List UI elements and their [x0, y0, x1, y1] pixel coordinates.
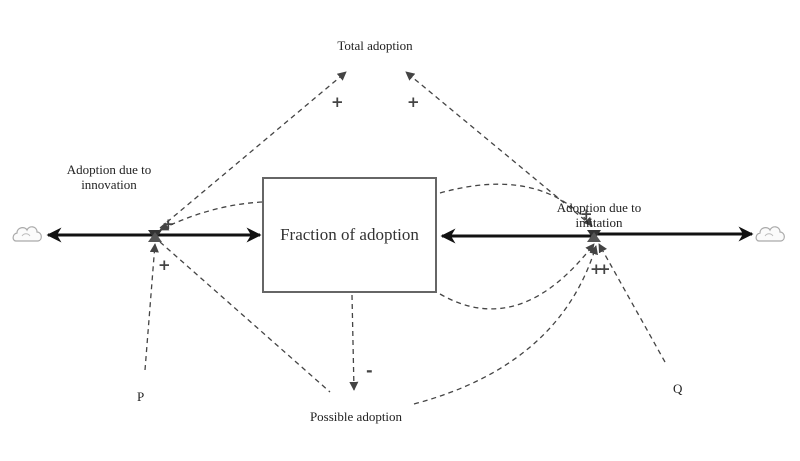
link-stock-to-possible [349, 294, 359, 391]
link-imitation-to-total [405, 71, 593, 227]
link-innovation-to-total [159, 71, 347, 229]
cloud-icon [755, 226, 785, 242]
polarity-sign: + [158, 256, 171, 274]
innovation-valve [148, 230, 162, 242]
polarity-sign: + [162, 215, 175, 233]
link-p-to-innovation [144, 243, 159, 371]
total-adoption-label[interactable]: Total adoption [337, 38, 413, 53]
link-possible-to-imitation [413, 245, 598, 405]
link-innovation-to-possible [159, 241, 331, 393]
polarity-sign: + [598, 260, 611, 278]
imitation-valve [587, 230, 601, 242]
polarity-sign: + [407, 93, 420, 111]
link-stock-to-imitation-bottom [439, 243, 595, 310]
stock-fraction-of-adoption[interactable]: Fraction of adoption [262, 177, 437, 293]
link-q-to-imitation [598, 243, 666, 363]
adoption-imitation-label[interactable]: Adoption due to imitation [556, 200, 642, 230]
stock-label: Fraction of adoption [280, 225, 419, 244]
link-stock-to-imitation-top [439, 183, 593, 227]
adoption-innovation-label[interactable]: Adoption due to innovation [66, 162, 152, 192]
link-stock-to-innovation [159, 201, 263, 231]
polarity-sign: + [580, 205, 593, 223]
polarity-sign: + [331, 93, 344, 111]
q-label[interactable]: Q [673, 381, 683, 396]
p-label[interactable]: P [137, 389, 145, 404]
possible-adoption-label[interactable]: Possible adoption [309, 409, 403, 424]
polarity-sign: + [590, 260, 603, 278]
cloud-icon [12, 226, 42, 242]
polarity-sign: - [366, 361, 373, 380]
outflow-pipe [440, 226, 754, 244]
